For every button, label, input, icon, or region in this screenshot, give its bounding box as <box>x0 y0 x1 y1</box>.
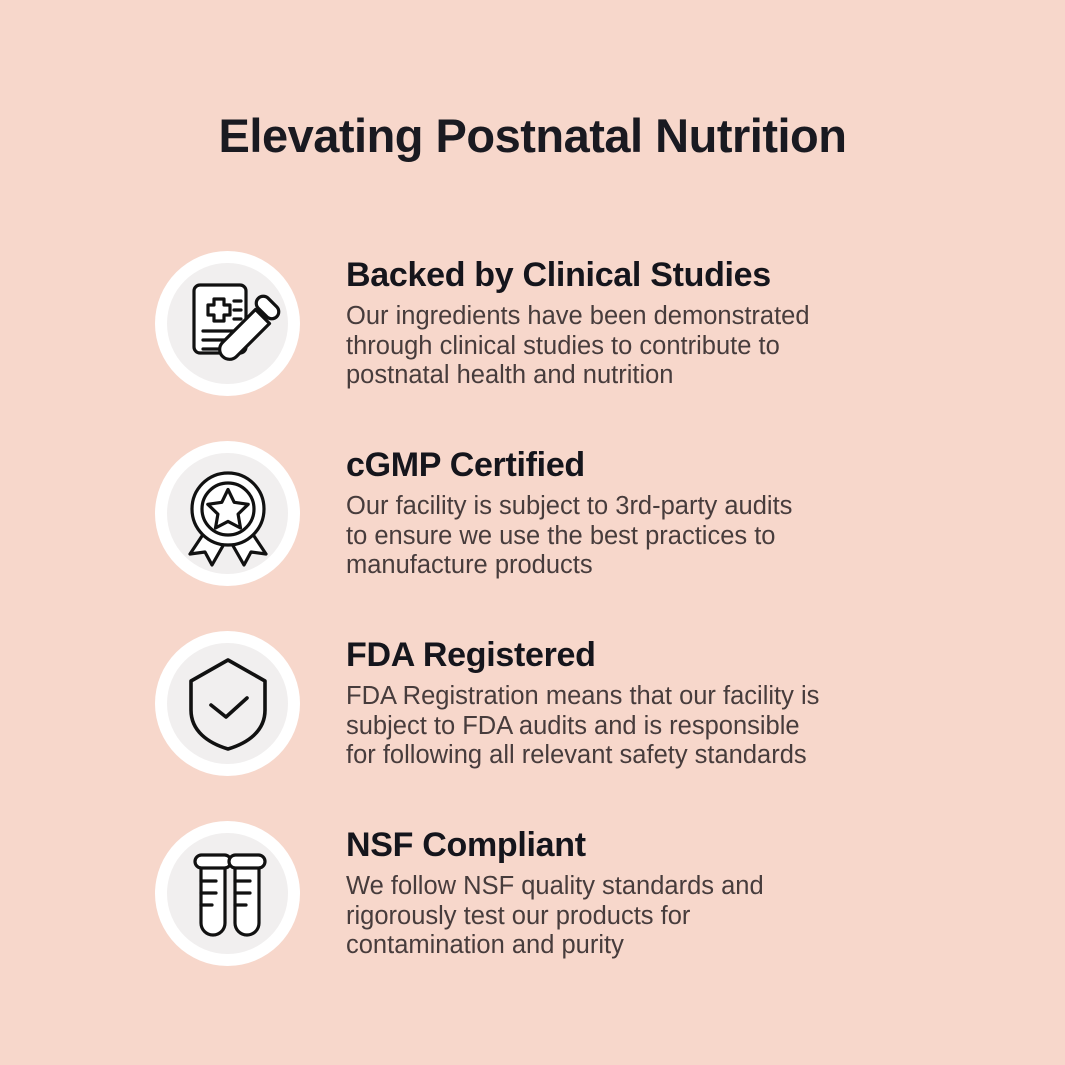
feature-description: We follow NSF quality standards and rigo… <box>346 872 764 960</box>
test-tubes-icon <box>192 853 267 937</box>
feature-heading: cGMP Certified <box>346 446 585 485</box>
feature-description: FDA Registration means that our facility… <box>346 682 820 770</box>
icon-badge <box>155 820 300 966</box>
badge-inner-disc <box>167 642 288 764</box>
award-rosette-icon <box>187 471 268 567</box>
badge-inner-disc <box>167 832 288 954</box>
feature-description: Our ingredients have been demonstrated t… <box>346 302 810 390</box>
feature-row: Backed by Clinical Studies Our ingredien… <box>0 228 1065 418</box>
feature-row: cGMP Certified Our facility is subject t… <box>0 418 1065 608</box>
feature-description: Our facility is subject to 3rd-party aud… <box>346 492 793 580</box>
feature-heading: Backed by Clinical Studies <box>346 256 771 295</box>
page-title: Elevating Postnatal Nutrition <box>218 109 847 163</box>
icon-badge <box>155 440 300 586</box>
shield-check-icon <box>188 658 267 751</box>
feature-row: NSF Compliant We follow NSF quality stan… <box>0 798 1065 988</box>
feature-row: FDA Registered FDA Registration means th… <box>0 608 1065 798</box>
feature-text: cGMP Certified Our facility is subject t… <box>346 445 1065 581</box>
feature-text: NSF Compliant We follow NSF quality stan… <box>346 825 1065 961</box>
feature-heading: FDA Registered <box>346 636 596 675</box>
icon-badge <box>155 250 300 396</box>
icon-badge <box>155 630 300 776</box>
feature-list: Backed by Clinical Studies Our ingredien… <box>0 228 1065 988</box>
feature-heading: NSF Compliant <box>346 826 586 865</box>
feature-text: Backed by Clinical Studies Our ingredien… <box>346 255 1065 391</box>
feature-text: FDA Registered FDA Registration means th… <box>346 635 1065 771</box>
clipboard-test-tube-icon <box>191 283 280 361</box>
